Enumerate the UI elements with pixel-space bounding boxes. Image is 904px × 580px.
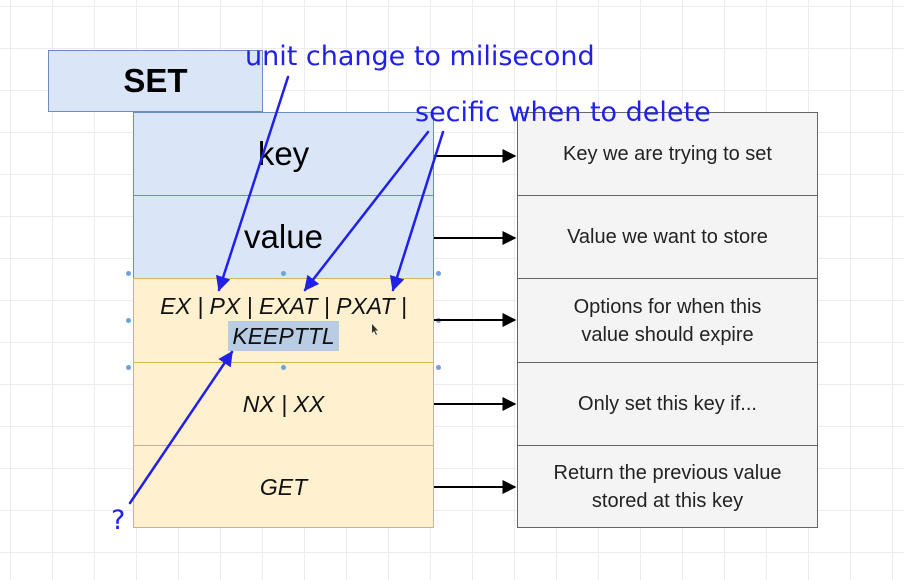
param-expiry-box: EX | PX | EXAT | PXAT | KEEPTTL	[133, 278, 434, 363]
set-command-label: SET	[123, 62, 188, 99]
param-condition-label: NX | XX	[242, 391, 325, 417]
annotation-question: ?	[111, 505, 126, 536]
param-condition-box: NX | XX	[133, 362, 434, 446]
desc-expiry-line1: Options for when this	[573, 295, 762, 318]
desc-get-box: Return the previous value stored at this…	[517, 445, 818, 528]
set-command-box: SET	[48, 50, 263, 112]
param-get-label: GET	[259, 473, 308, 500]
param-get-box: GET	[133, 445, 434, 528]
selection-handle[interactable]	[436, 271, 441, 276]
param-value-label: value	[244, 218, 323, 255]
annotation-specific: secific when to delete	[415, 97, 711, 128]
selection-handle[interactable]	[126, 318, 131, 323]
desc-value-box: Value we want to store	[517, 195, 818, 279]
desc-get-line2: stored at this key	[591, 489, 744, 512]
desc-condition-text: Only set this key if...	[578, 393, 757, 415]
selection-handle[interactable]	[126, 365, 131, 370]
selection-handle[interactable]	[436, 365, 441, 370]
desc-expiry-line2: value should expire	[581, 323, 754, 346]
desc-get-line1: Return the previous value	[553, 461, 782, 484]
annotation-unit: unit change to milisecond	[245, 41, 595, 72]
annotation-arrow-unit	[216, 75, 290, 292]
desc-condition-box: Only set this key if...	[517, 362, 818, 446]
selection-handle[interactable]	[126, 271, 131, 276]
desc-key-text: Key we are trying to set	[563, 143, 772, 165]
desc-expiry-box: Options for when this value should expir…	[517, 278, 818, 363]
param-expiry-keepttl: KEEPTTL	[228, 320, 339, 351]
param-value-box: value	[133, 195, 434, 279]
annotation-arrow-question	[128, 350, 234, 505]
annotation-arrow-specific-1	[303, 130, 430, 292]
desc-key-box: Key we are trying to set	[517, 112, 818, 196]
param-expiry-line1: EX | PX | EXAT | PXAT |	[160, 292, 407, 319]
selection-handle[interactable]	[281, 365, 286, 370]
desc-value-text: Value we want to store	[567, 226, 768, 248]
selection-handle[interactable]	[281, 271, 286, 276]
cursor-icon	[372, 324, 378, 335]
annotation-arrow-specific-2	[389, 130, 445, 292]
